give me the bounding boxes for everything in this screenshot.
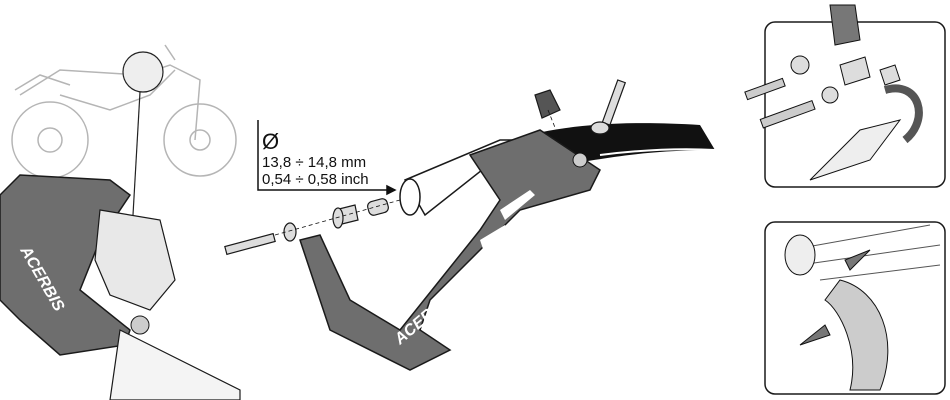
exploded-hardware xyxy=(224,79,627,256)
diameter-imperial: 0,54 ÷ 0,58 inch xyxy=(262,171,369,188)
mounted-handguard-illustration: ACERBIS xyxy=(0,174,241,400)
detail-callout xyxy=(122,51,164,216)
diameter-metric: 13,8 ÷ 14,8 mm xyxy=(262,154,367,171)
dimension-leader xyxy=(257,120,397,196)
handlebar-diameter-spec: Ø 13,8 ÷ 14,8 mm 0,54 ÷ 0,58 inch xyxy=(262,129,369,189)
installed-detail-panel xyxy=(764,221,946,395)
diameter-symbol: Ø xyxy=(262,129,280,154)
clamp-detail-panel xyxy=(744,4,946,188)
assembly-lines xyxy=(274,109,561,236)
